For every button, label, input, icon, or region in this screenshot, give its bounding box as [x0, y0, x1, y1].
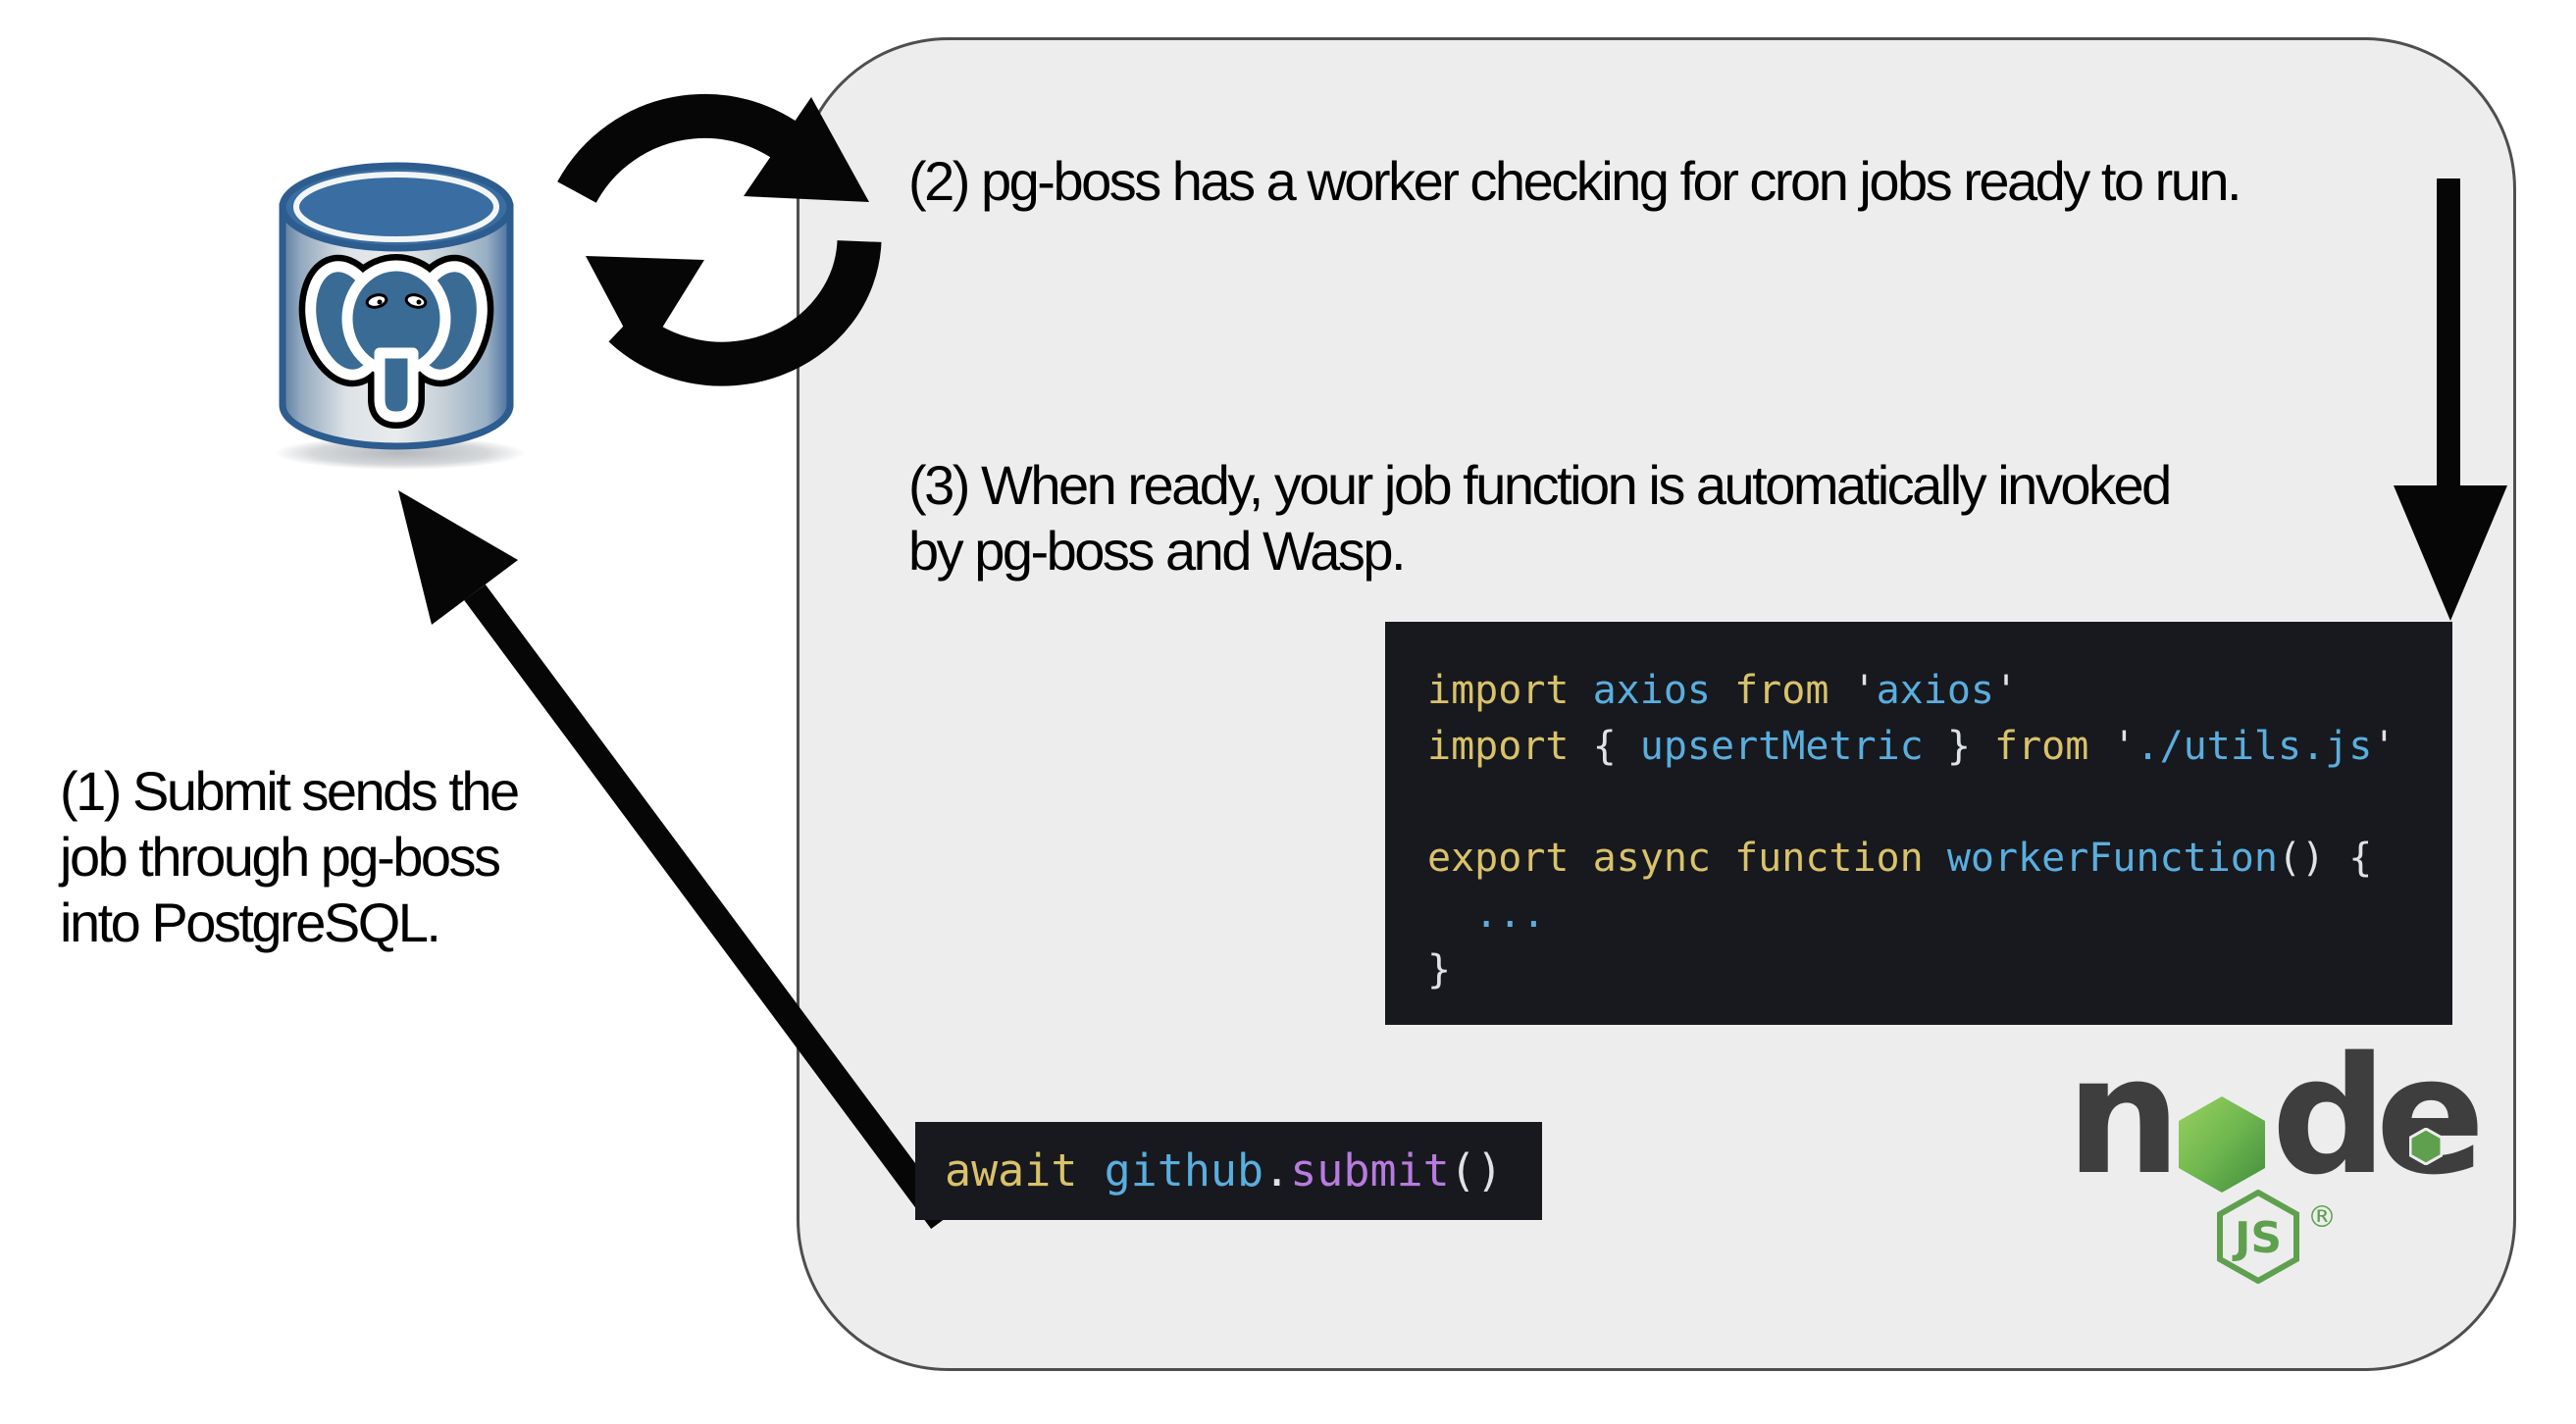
worker-code-block: import axios from 'axios' import { upsert… [1385, 622, 2452, 1025]
submit-flow-arrow [398, 490, 953, 1230]
code-line: import { upsertMetric } from './utils.js… [1427, 724, 2396, 769]
node-small-hexagon-icon [2408, 1128, 2443, 1165]
step-1-label: (1) Submit sends the job through pg-boss… [60, 760, 520, 953]
code-line [1427, 775, 2423, 831]
postgres-elephant-icon [298, 254, 494, 429]
code-line: export async function workerFunction() { [1427, 836, 2373, 881]
down-arrow [2394, 178, 2507, 621]
node-hexagon-icon [2179, 1096, 2266, 1193]
node-js-badge-icon: JS [2217, 1190, 2299, 1284]
submit-code-block: await github.submit() [915, 1122, 1542, 1220]
code-line: } [1427, 947, 1452, 992]
postgresql-database-icon [275, 162, 526, 470]
sync-cycle-icon [557, 93, 882, 386]
registered-trademark-mark: ® [2307, 1200, 2337, 1235]
node-letter-d: d [2271, 1022, 2387, 1210]
step-2-label: (2) pg-boss has a worker checking for cr… [908, 150, 2242, 212]
code-line: ... [1474, 891, 1546, 937]
elephant-eyes [365, 293, 428, 309]
nodejs-logo: n d e JS [2066, 1022, 2537, 1332]
step-3-label: (3) When ready, your job function is aut… [908, 454, 2172, 582]
nodejs-wordmark: n d e [2066, 1022, 2486, 1210]
node-letter-n: n [2066, 1022, 2182, 1210]
code-line: import axios from 'axios' [1427, 668, 2019, 713]
node-letter-e: e [2375, 1022, 2486, 1210]
code-line: await github.submit() [945, 1144, 1503, 1196]
node-js-badge-text: JS [2232, 1213, 2282, 1263]
